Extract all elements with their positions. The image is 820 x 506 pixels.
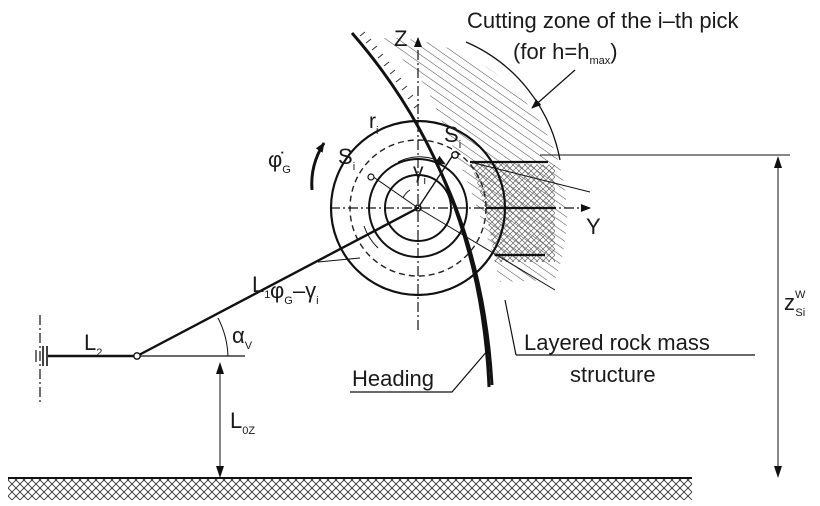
ground-hatch xyxy=(8,478,692,500)
joint-point xyxy=(133,352,141,360)
si-left-label: Si xyxy=(338,144,355,173)
radius-si xyxy=(417,151,456,209)
boom xyxy=(35,206,419,366)
l1-label: L1 xyxy=(252,272,270,301)
heading-leader xyxy=(350,349,489,393)
y-axis-label: Y xyxy=(586,214,601,239)
gamma-label: γi xyxy=(413,160,426,187)
l0z-label: L0Z xyxy=(230,408,255,437)
gamma-arc xyxy=(402,189,411,199)
radius-si-left xyxy=(371,175,419,209)
si-right-label: Si xyxy=(444,122,461,151)
rock-layers-hatch xyxy=(470,162,555,262)
radius-outer xyxy=(417,207,556,291)
mount-icon xyxy=(35,346,48,366)
pick-si-right xyxy=(451,151,459,159)
cutting-zone-title-line2: (for h=hmax) xyxy=(513,39,618,67)
zone-leader-arc xyxy=(465,41,561,161)
rotation-arrow-icon xyxy=(310,142,326,191)
l2-label: L2 xyxy=(84,330,102,359)
rock-label-line2: structure xyxy=(570,362,656,387)
dim-l0z xyxy=(216,362,224,478)
heading-profile xyxy=(350,31,494,388)
phi-gamma-label: φG–γi xyxy=(270,278,319,307)
heading-ticks xyxy=(359,31,420,109)
alpha-label: αV xyxy=(232,323,253,352)
alpha-arc xyxy=(217,317,229,357)
heading-cut-curve xyxy=(433,159,494,386)
rock-leader-up xyxy=(504,299,517,356)
arm-l1 xyxy=(136,206,419,358)
heading-label: Heading xyxy=(352,366,434,391)
phi-dot-label: φ̇G xyxy=(268,147,291,176)
phi-gamma-leader xyxy=(317,257,361,263)
layer-leader xyxy=(469,161,591,193)
zone-leader-arrow xyxy=(531,69,576,109)
pick-geometry xyxy=(317,151,556,291)
ri-arc xyxy=(397,155,446,165)
ri-label: ri xyxy=(369,110,378,137)
cutting-zone-title-line1: Cutting zone of the i–th pick xyxy=(467,8,739,33)
pick-si-left xyxy=(367,173,375,181)
dim-zsi xyxy=(540,154,790,478)
cutting-zone-region xyxy=(384,37,567,282)
rock-label-line1: Layered rock mass xyxy=(524,330,710,355)
phi-gamma-arc xyxy=(363,225,379,249)
ground xyxy=(8,477,692,500)
z-axis-label: Z xyxy=(394,26,407,51)
